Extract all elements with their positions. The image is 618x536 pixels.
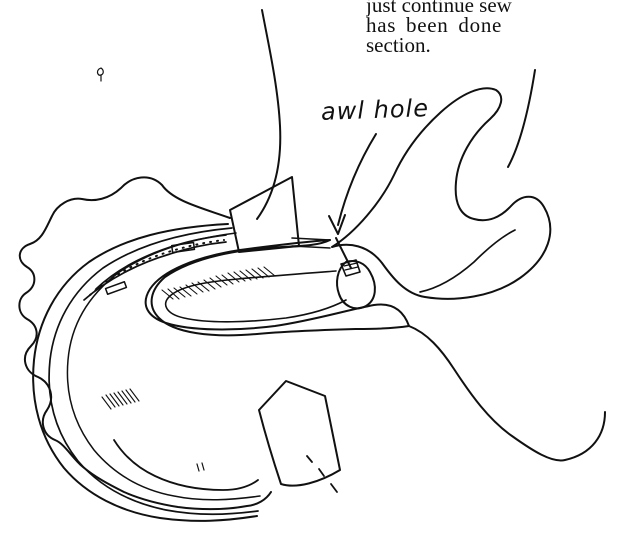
lower-hatch	[106, 395, 115, 407]
arrow-head	[329, 215, 345, 234]
strap-bottom-outline	[84, 242, 226, 300]
lower-hatch	[122, 391, 131, 403]
bottom-tick	[197, 464, 199, 471]
dashed-continuation	[331, 484, 337, 492]
lower-hatch	[118, 392, 127, 404]
lower-hatch	[110, 394, 119, 406]
small-rectangle-left	[106, 282, 127, 294]
dashed-continuation	[319, 469, 324, 476]
upper-clamp	[230, 177, 299, 252]
bottom-tick	[202, 463, 204, 470]
tiny-key-mark	[98, 68, 104, 75]
right-vertical-line	[508, 70, 535, 167]
lower-hatch	[130, 389, 139, 401]
left-vertical-line	[257, 10, 280, 219]
lower-hatch	[126, 390, 135, 402]
right-lower-wing	[409, 326, 605, 460]
lower-clamp	[259, 381, 340, 486]
right-inner-wing	[420, 230, 515, 292]
awl-hole-label: awl hole	[321, 94, 430, 126]
lower-hatch	[114, 393, 123, 405]
dashed-continuation	[307, 456, 312, 462]
middle-curved-band	[49, 228, 258, 514]
lower-hatch	[102, 397, 111, 409]
